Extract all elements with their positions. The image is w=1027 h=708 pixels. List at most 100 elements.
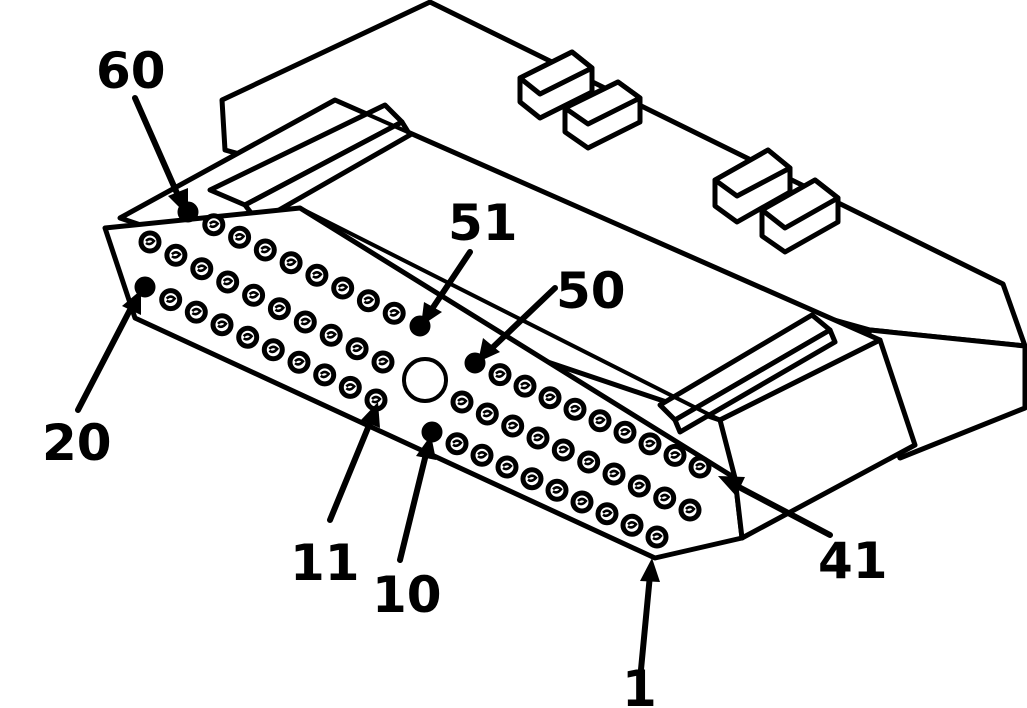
leader-1 (637, 558, 660, 683)
pin-contact-mark (378, 357, 389, 366)
pin-contact-mark (217, 320, 228, 329)
pin-hole (159, 288, 183, 312)
pin-contact-mark (222, 277, 234, 286)
pin-hole (267, 297, 291, 321)
pin-hole (638, 432, 662, 456)
callout-labels: 60 51 50 20 11 10 41 1 (42, 42, 888, 708)
pin-hole (445, 432, 469, 456)
pin-contact-mark (634, 481, 645, 490)
pin-hole (545, 478, 569, 502)
pin-hole (287, 350, 311, 374)
pin-contact-mark (248, 291, 260, 299)
pin-contact-mark (452, 439, 463, 448)
pin-hole (488, 363, 512, 387)
callout-51: 51 (448, 194, 518, 252)
pin-contact-mark (319, 370, 331, 379)
pin-contact-mark (208, 220, 220, 229)
pin-contact-mark (477, 451, 488, 459)
pin-hole (678, 498, 702, 522)
pin-contact-mark (482, 409, 493, 418)
pin-contact-mark (337, 283, 349, 292)
callout-50: 50 (556, 262, 626, 320)
pin-contact-mark (294, 358, 305, 366)
callout-11: 11 (290, 534, 360, 592)
pin-contact-mark (595, 416, 606, 425)
pin-hole (475, 402, 499, 426)
pin-array (134, 201, 712, 549)
pin-contact-mark (312, 271, 323, 279)
pin-contact-mark (652, 532, 663, 541)
pin-contact-mark (165, 295, 177, 303)
pin-hole (313, 363, 337, 387)
pin-hole (138, 230, 162, 254)
pin-hole (216, 270, 240, 294)
pin-contact-mark (620, 428, 631, 436)
pin-hole (253, 238, 277, 262)
pin-hole (688, 455, 712, 479)
keying-hole (402, 357, 448, 403)
pin-contact-mark (191, 307, 202, 316)
pin-hole (613, 420, 637, 444)
pin-contact-mark (274, 304, 286, 313)
pin-hole (495, 455, 519, 479)
pin-contact-mark (300, 317, 311, 326)
pin-hole (588, 409, 612, 433)
pin-hole (261, 338, 285, 362)
pin-hole (570, 490, 594, 514)
leader-50 (478, 285, 558, 362)
pin-contact-mark (196, 264, 208, 273)
pin-hole (228, 225, 252, 249)
pin-hole (520, 467, 544, 491)
pin-hole (371, 350, 395, 374)
pin-contact-mark (602, 509, 613, 518)
pin-contact-mark (570, 404, 581, 413)
leader-20 (75, 290, 141, 413)
pin-hole (202, 213, 226, 237)
pin-contact-mark (583, 457, 595, 466)
pin-contact-mark (552, 486, 563, 494)
pin-contact-mark (371, 395, 382, 404)
callout-10: 10 (372, 566, 442, 624)
pin-hole (627, 474, 651, 498)
pin-hole (526, 426, 550, 450)
latch-clips (517, 49, 841, 255)
pin-hole (331, 276, 355, 300)
leader-10 (397, 435, 436, 563)
pin-hole (210, 313, 234, 337)
pin-contact-mark (670, 451, 681, 459)
pin-contact-mark (533, 433, 544, 442)
pin-contact-mark (389, 309, 400, 317)
pin-hole (279, 251, 303, 275)
leader-11 (327, 402, 380, 523)
pin-contact-mark (545, 393, 556, 402)
deck-edge (298, 206, 722, 422)
pin-hole (595, 502, 619, 526)
pin-contact-mark (645, 439, 656, 448)
pin-contact-mark (326, 331, 337, 339)
pin-contact-mark (260, 245, 271, 254)
pin-hole (319, 323, 343, 347)
leader-60 (132, 95, 188, 216)
pin-contact-mark (627, 521, 638, 529)
pin-hole (577, 450, 601, 474)
pin-hole (242, 283, 266, 307)
pin-hole (356, 289, 380, 313)
right-ridge-face (672, 327, 838, 435)
pin-contact-mark (242, 332, 254, 341)
pin-contact-mark (495, 370, 506, 378)
pin-hole (663, 443, 687, 467)
callout-1: 1 (622, 660, 657, 708)
callout-20: 20 (42, 414, 112, 472)
latch-clip-upper-2 (562, 79, 643, 151)
pin-hole (645, 525, 669, 549)
pin-hole (184, 300, 208, 324)
pin-contact-mark (171, 251, 182, 259)
pin-contact-mark (558, 445, 569, 454)
pin-hole (620, 513, 644, 537)
pin-hole (563, 397, 587, 421)
pin-hole (236, 325, 260, 349)
pin-hole (450, 390, 474, 414)
pin-hole (551, 438, 575, 462)
pin-contact-mark (527, 474, 538, 483)
